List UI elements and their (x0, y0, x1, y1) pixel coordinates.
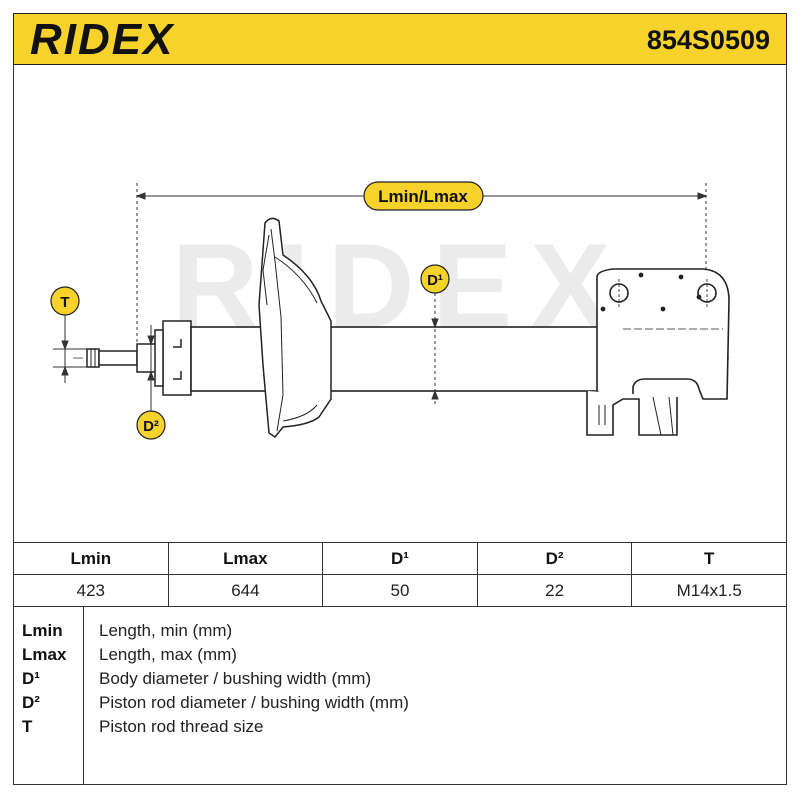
d2-label: D² (143, 418, 159, 435)
spec-header-lmax: Lmax (167, 542, 324, 575)
knuckle-bracket (586, 268, 730, 436)
d2-dimension (147, 325, 155, 411)
body-tube (190, 326, 604, 392)
d1-label: D¹ (427, 272, 443, 289)
spec-header-t: T (631, 542, 787, 575)
brand-logo: RIDEX (30, 15, 175, 64)
legend-item: Lmin Length, min (mm) (13, 619, 787, 643)
legend-key: Lmin (22, 621, 63, 640)
spec-header-lmin: Lmin (13, 542, 169, 575)
d1-dimension (431, 293, 439, 407)
length-label-badge: Lmin/Lmax (363, 181, 484, 211)
spec-header-row: Lmin Lmax D¹ D² T (13, 542, 787, 575)
d1-label-badge: D¹ (420, 264, 450, 294)
legend-desc: Piston rod thread size (99, 717, 264, 736)
d2-label-badge: D² (136, 410, 166, 440)
legend-desc: Length, min (mm) (99, 621, 233, 640)
legend-desc: Piston rod diameter / bushing width (mm) (99, 693, 409, 712)
t-dimension (53, 315, 89, 383)
legend-item: T Piston rod thread size (13, 715, 787, 739)
header-bar: RIDEX 854S0509 (13, 13, 787, 65)
shock-absorber-diagram: RIDEX Lmin/Lmax (50, 181, 733, 440)
spec-value-d1: 50 (322, 574, 478, 607)
t-label: T (60, 294, 69, 311)
legend: Lmin Length, min (mm) Lmax Length, max (… (13, 607, 787, 785)
legend-key: D¹ (22, 669, 40, 688)
legend-desc: Length, max (mm) (99, 645, 237, 664)
length-label: Lmin/Lmax (378, 187, 468, 206)
legend-divider (83, 607, 84, 785)
spec-value-d2: 22 (476, 574, 633, 607)
upper-bushing (154, 320, 192, 396)
legend-item: D¹ Body diameter / bushing width (mm) (13, 667, 787, 691)
technical-drawing: RIDEX Lmin/Lmax (13, 65, 787, 542)
spec-value-row: 423 644 50 22 M14x1.5 (13, 574, 787, 607)
legend-key: Lmax (22, 645, 67, 664)
spec-header-d1: D¹ (322, 542, 478, 575)
t-label-badge: T (50, 286, 80, 316)
spec-value-lmin: 423 (13, 574, 169, 607)
legend-key: T (22, 717, 33, 736)
spec-header-d2: D² (476, 542, 633, 575)
spring-seat (258, 217, 332, 439)
legend-item: Lmax Length, max (mm) (13, 643, 787, 667)
content-frame (13, 65, 787, 785)
spec-value-lmax: 644 (167, 574, 324, 607)
legend-desc: Body diameter / bushing width (mm) (99, 669, 372, 688)
spec-table: Lmin Lmax D¹ D² T 423 644 50 22 M14x1.5 (13, 542, 787, 607)
legend-key: D² (22, 693, 40, 712)
part-number: 854S0509 (646, 25, 770, 55)
legend-item: D² Piston rod diameter / bushing width (… (13, 691, 787, 715)
spec-value-t: M14x1.5 (631, 574, 787, 607)
piston-rod (86, 343, 166, 373)
